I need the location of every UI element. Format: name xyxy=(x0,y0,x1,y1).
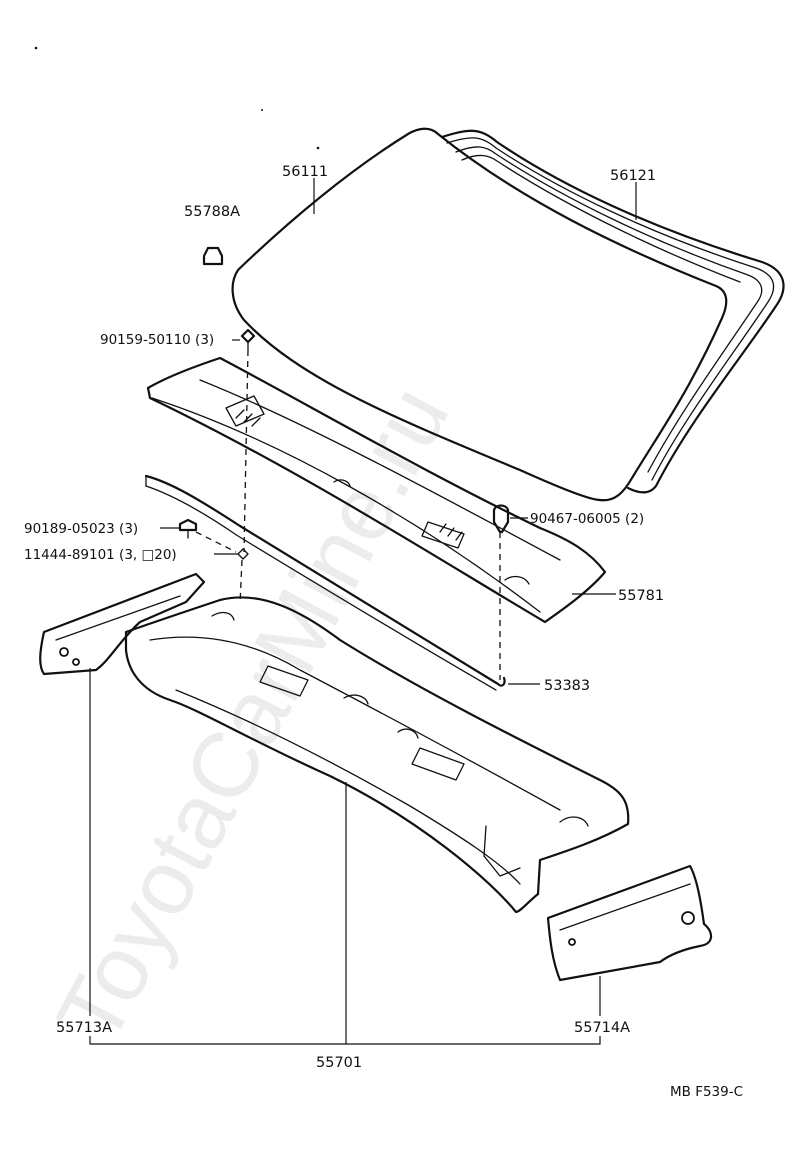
screw-icon xyxy=(240,328,256,351)
diagram-code: MB F539-C xyxy=(670,1084,743,1100)
cowl-seal xyxy=(144,474,506,691)
label-cowl-side-left: 55713A xyxy=(56,1020,112,1036)
label-cowl-side-right: 55714A xyxy=(574,1020,630,1036)
watermark: ToyotaCarMine.ru xyxy=(38,370,469,1059)
windshield-moulding xyxy=(440,129,785,494)
label-seal: 53383 xyxy=(544,678,590,694)
dot xyxy=(34,46,38,50)
alignment-line xyxy=(239,559,243,605)
cowl-side-left xyxy=(39,572,206,676)
dot xyxy=(261,109,263,111)
cowl-side-right xyxy=(546,864,713,982)
label-clip: 55788A xyxy=(184,204,240,220)
clip-icon xyxy=(202,246,224,266)
label-cowl-louver: 55781 xyxy=(618,588,664,604)
label-washer-11444: 11444-89101 (3, □20) xyxy=(24,547,177,563)
alignment-line xyxy=(243,349,249,553)
label-windshield-glass: 56111 xyxy=(282,164,328,180)
label-windshield-moulding: 56121 xyxy=(610,168,656,184)
label-screw-90189: 90189-05023 (3) xyxy=(24,521,138,537)
dot xyxy=(316,146,320,150)
windshield-glass xyxy=(231,127,728,502)
label-screw-90159: 90159-50110 (3) xyxy=(100,332,214,348)
clip-icon xyxy=(492,504,510,534)
cowl-panel xyxy=(124,596,630,914)
label-cowl-panel: 55701 xyxy=(316,1055,362,1071)
cowl-louver xyxy=(146,356,607,624)
leader-lines xyxy=(89,178,637,1045)
label-clip-90467: 90467-06005 (2) xyxy=(530,511,644,527)
screw-icon xyxy=(178,518,198,539)
washer-icon xyxy=(237,548,249,560)
alignment-line xyxy=(195,531,237,553)
